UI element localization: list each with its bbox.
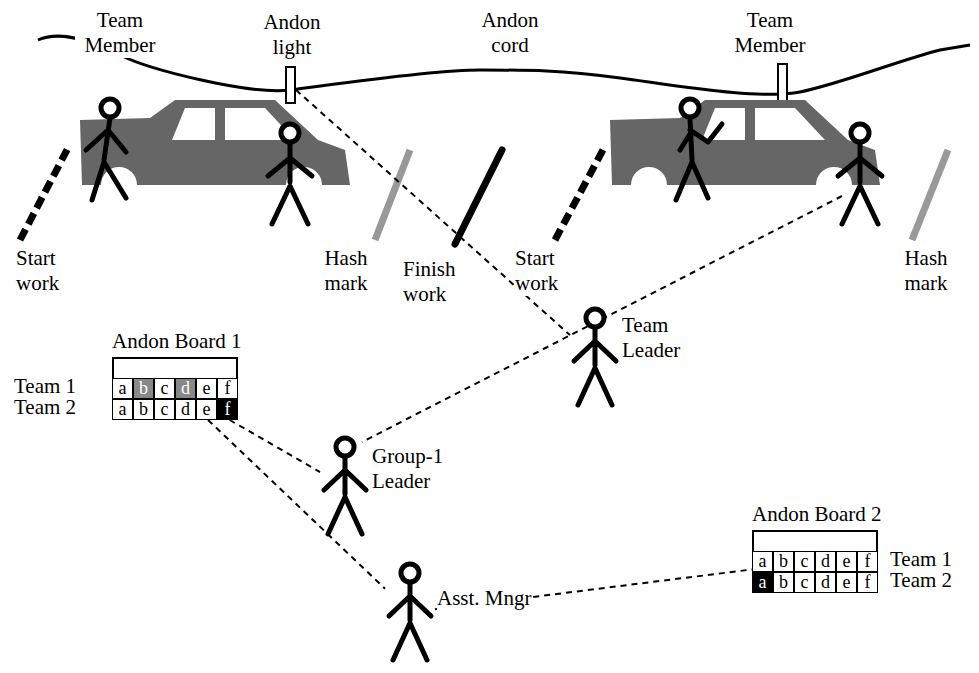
board-cell: a bbox=[752, 551, 773, 572]
cell-letter: a bbox=[119, 378, 127, 398]
board-cell: e bbox=[836, 572, 857, 593]
cell-letter: e bbox=[843, 572, 851, 592]
row-label: Team 1 bbox=[12, 376, 78, 397]
stick-figure bbox=[838, 124, 882, 224]
cell-letter: d bbox=[181, 399, 190, 419]
board-title: Andon Board 1 bbox=[112, 329, 242, 354]
finish-work-line bbox=[455, 150, 502, 244]
cell-letter: b bbox=[779, 572, 788, 592]
board-header-row bbox=[114, 359, 236, 379]
board-cell: a bbox=[112, 378, 133, 399]
board-cell: f bbox=[857, 572, 878, 593]
board-cell: b bbox=[133, 378, 154, 399]
cell-letter: a bbox=[119, 399, 127, 419]
andon-light bbox=[778, 64, 787, 102]
andon-board: Andon Board 1abcdefabcdef bbox=[112, 357, 238, 420]
callout-label: Finish work bbox=[403, 257, 483, 307]
callout-label: Hash mark bbox=[308, 246, 384, 296]
cell-letter: e bbox=[203, 378, 211, 398]
cell-letter: c bbox=[801, 551, 809, 571]
cell-letter: f bbox=[225, 399, 231, 419]
board-cell: f bbox=[857, 551, 878, 572]
node-label: Team Leader bbox=[622, 313, 704, 363]
row-label: Team 1 bbox=[888, 549, 954, 570]
board-cell: c bbox=[794, 551, 815, 572]
cell-letter: c bbox=[161, 378, 169, 398]
board-cell: c bbox=[794, 572, 815, 593]
board-cell: c bbox=[154, 399, 175, 420]
stick-figure bbox=[385, 560, 435, 665]
board-cell: e bbox=[196, 378, 217, 399]
node-label: Group-1 Leader bbox=[372, 444, 454, 494]
start-work-line bbox=[20, 148, 68, 240]
board-cell: d bbox=[815, 551, 836, 572]
andon-board: Andon Board 2abcdefabcdef bbox=[752, 530, 878, 593]
person: Team Leader bbox=[570, 305, 620, 410]
cell-letter: e bbox=[843, 551, 851, 571]
board-cell: f bbox=[217, 399, 238, 420]
cell-letter: d bbox=[821, 551, 830, 571]
board-title: Andon Board 2 bbox=[752, 502, 882, 527]
cell-letter: c bbox=[161, 399, 169, 419]
leader-line bbox=[362, 196, 842, 442]
callout-label: Start work bbox=[16, 246, 91, 296]
node-label: Asst. Mngr bbox=[437, 586, 532, 611]
hash-mark-line bbox=[375, 150, 410, 240]
cell-letter: f bbox=[225, 378, 231, 398]
board-cell: d bbox=[175, 399, 196, 420]
cell-letter: f bbox=[865, 572, 871, 592]
row-label: Team 2 bbox=[888, 570, 954, 591]
person: Asst. Mngr bbox=[385, 560, 435, 665]
stick-figure bbox=[570, 305, 620, 410]
board-cell: d bbox=[175, 378, 196, 399]
cell-letter: f bbox=[865, 551, 871, 571]
person: Group-1 Leader bbox=[320, 434, 370, 539]
hash-mark-line bbox=[912, 150, 948, 240]
cell-letter: b bbox=[139, 378, 148, 398]
node-label: Andon light bbox=[252, 10, 332, 60]
cell-letter: c bbox=[801, 572, 809, 592]
board-header-row bbox=[754, 532, 876, 552]
callout-label: Start work bbox=[515, 246, 590, 296]
cell-letter: d bbox=[821, 572, 830, 592]
cell-letter: d bbox=[181, 378, 190, 398]
stick-figure bbox=[676, 99, 722, 200]
row-label: Team 2 bbox=[12, 397, 78, 418]
board-cell: b bbox=[133, 399, 154, 420]
cell-letter: b bbox=[779, 551, 788, 571]
stick-figure bbox=[86, 99, 126, 200]
board-cell: f bbox=[217, 378, 238, 399]
board-cell: a bbox=[112, 399, 133, 420]
dashed-connector bbox=[296, 90, 570, 335]
stick-figure bbox=[320, 434, 370, 539]
board-cell: e bbox=[836, 551, 857, 572]
board-cell: b bbox=[773, 551, 794, 572]
start-work-line bbox=[555, 148, 604, 240]
board-cell: c bbox=[154, 378, 175, 399]
cell-letter: b bbox=[139, 399, 148, 419]
callout-label: Hash mark bbox=[888, 246, 964, 296]
board-cell: e bbox=[196, 399, 217, 420]
callout-label: Andon cord bbox=[470, 8, 550, 58]
dashed-connector bbox=[208, 420, 385, 589]
stick-figure bbox=[268, 124, 312, 224]
dashed-connector bbox=[230, 420, 320, 472]
callout-label: Team Member bbox=[725, 8, 815, 58]
board-cell: a bbox=[752, 572, 773, 593]
cell-letter: e bbox=[203, 399, 211, 419]
cell-letter: a bbox=[759, 572, 767, 592]
cell-letter: a bbox=[759, 551, 767, 571]
andon-light: Andon light bbox=[285, 66, 296, 104]
callout-label: Team Member bbox=[75, 8, 165, 58]
board-cell: b bbox=[773, 572, 794, 593]
board-cell: d bbox=[815, 572, 836, 593]
